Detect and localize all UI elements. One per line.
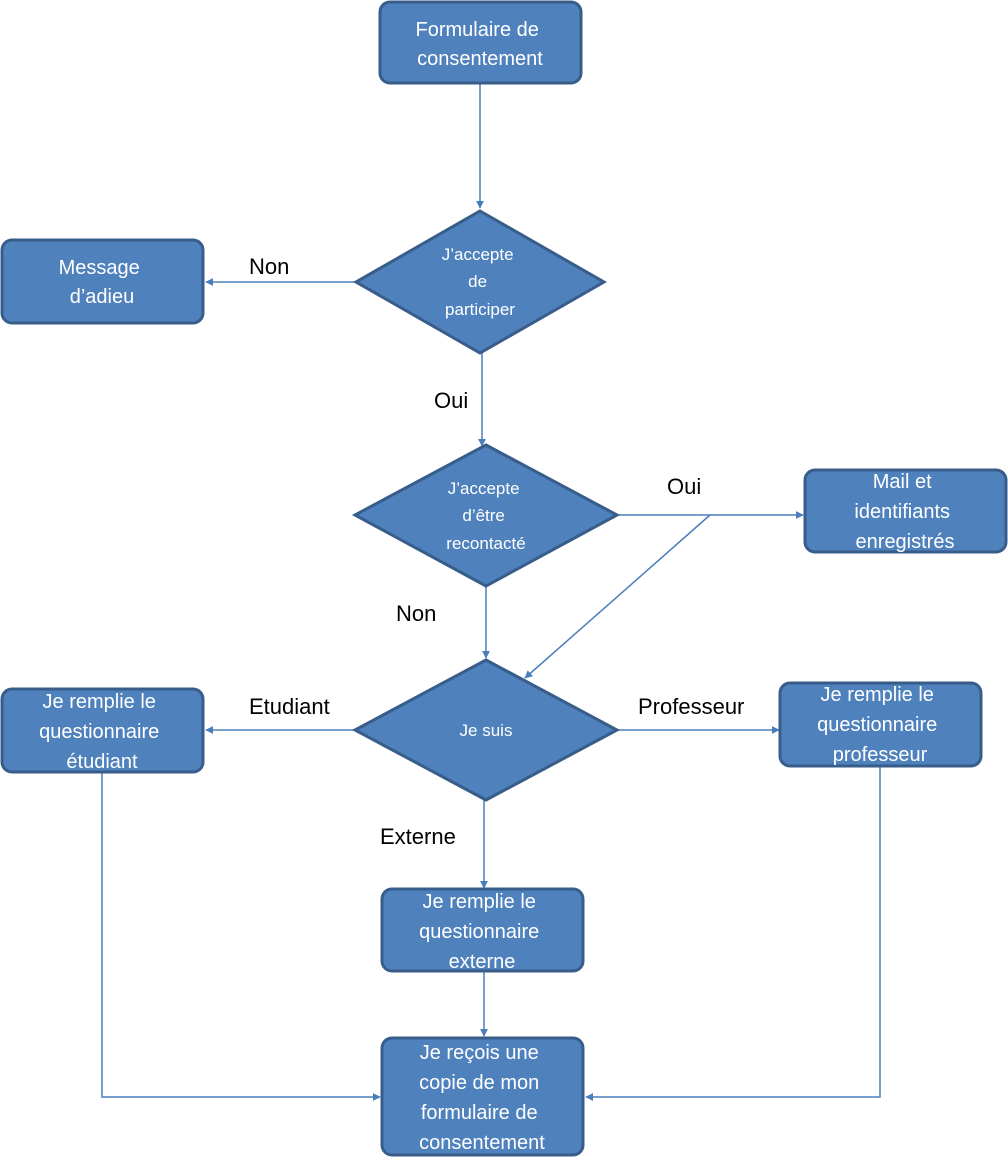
student-form-label: Je remplie le questionnaire étudiant (39, 691, 165, 773)
edge-student-to-copy (101, 772, 381, 1101)
copy-received-label: Je reçois une copie de mon formulaire de… (419, 1042, 545, 1154)
label-oui-contact: Oui (667, 474, 701, 499)
professor-form-label: Je remplie le questionnaire professeur (817, 684, 943, 766)
label-externe: Externe (380, 824, 456, 849)
mail-saved-label: Mail et identifiants enregistrés (854, 471, 955, 553)
i-am-label: Je suis (460, 721, 513, 740)
contact-label: J’accepte d’être recontacté (446, 479, 525, 553)
participate-label: J’accepte de participer (442, 245, 519, 319)
node-goodbye-message (0, 238, 205, 325)
node-copy-received (380, 1036, 585, 1157)
goodbye-label: Message d’adieu (59, 257, 146, 308)
node-mail-saved (803, 468, 1008, 554)
decision-contact (351, 443, 621, 588)
node-external-form (380, 887, 585, 973)
label-non-contact: Non (396, 601, 436, 626)
edge-mail-to-iam (524, 514, 711, 679)
external-form-label: Je remplie le questionnaire externe (419, 891, 545, 973)
decision-participate (352, 209, 608, 355)
node-student-form (0, 687, 205, 774)
decision-i-am (351, 658, 621, 802)
node-professor-form (778, 681, 983, 768)
label-oui-participate: Oui (434, 388, 468, 413)
label-professeur: Professeur (638, 694, 744, 719)
label-etudiant: Etudiant (249, 694, 330, 719)
consent-form-label: Formulaire de consentement (416, 19, 545, 70)
label-non-participate: Non (249, 254, 289, 279)
edge-professor-to-copy (585, 766, 881, 1101)
node-consent-form (378, 0, 583, 85)
